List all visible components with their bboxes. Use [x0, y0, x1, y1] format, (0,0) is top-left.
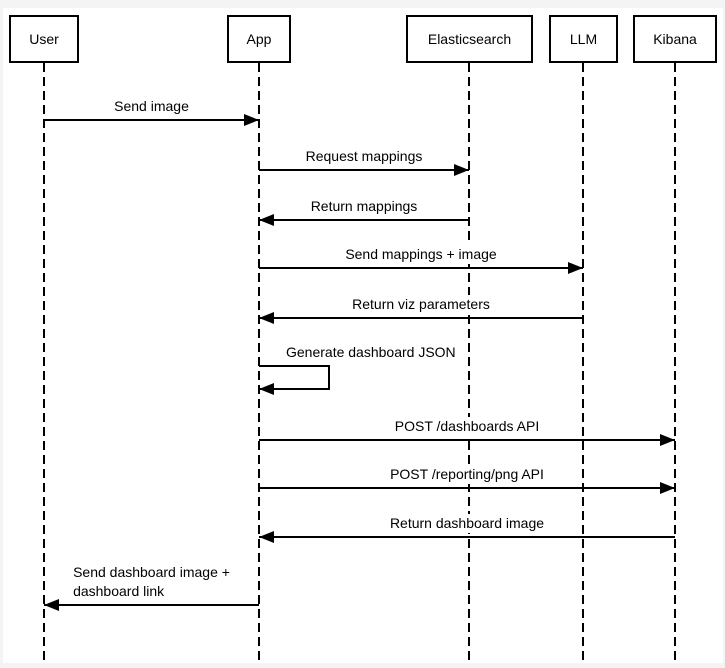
self-message-line-side [328, 365, 330, 390]
diagram-canvas [3, 8, 723, 663]
arrowhead-icon [568, 262, 583, 274]
arrowhead-icon [660, 482, 675, 494]
message-arrow [259, 219, 469, 221]
arrowhead-icon [44, 599, 59, 611]
message-arrow [259, 439, 675, 441]
message-label: POST /dashboards API [391, 417, 543, 436]
message-label: POST /reporting/png API [387, 465, 547, 484]
arrowhead-icon [244, 114, 259, 126]
message-label: Send dashboard image + dashboard link [70, 563, 233, 601]
message-label: Generate dashboard JSON [283, 343, 459, 362]
arrowhead-icon [259, 214, 274, 226]
arrowhead-icon [454, 164, 469, 176]
message-arrow [44, 119, 259, 121]
message-label: Return dashboard image [386, 514, 548, 533]
lifeline-elasticsearch [468, 63, 470, 663]
message-label: Return viz parameters [349, 295, 493, 314]
message-arrow [259, 267, 583, 269]
self-message-line-top [259, 365, 330, 367]
actor-box-user: User [9, 15, 79, 63]
message-label: Send mappings + image [342, 245, 500, 264]
message-arrow [259, 536, 675, 538]
arrowhead-icon [259, 531, 274, 543]
message-arrow [259, 169, 469, 171]
actor-box-llm: LLM [549, 15, 618, 63]
lifeline-llm [582, 63, 584, 663]
lifeline-kibana [674, 63, 676, 663]
actor-box-elasticsearch: Elasticsearch [406, 15, 533, 63]
message-arrow [44, 604, 259, 606]
arrowhead-icon [259, 312, 274, 324]
arrowhead-icon [660, 434, 675, 446]
actor-box-kibana: Kibana [633, 15, 717, 63]
lifeline-user [43, 63, 45, 663]
arrowhead-icon [259, 383, 274, 395]
message-label: Send image [111, 97, 192, 116]
message-label: Request mappings [302, 147, 426, 166]
actor-box-app: App [227, 15, 291, 63]
message-label: Return mappings [307, 197, 421, 216]
message-arrow [259, 317, 583, 319]
self-message-line-bottom [259, 388, 330, 390]
message-arrow [259, 487, 675, 489]
lifeline-app [258, 63, 260, 663]
